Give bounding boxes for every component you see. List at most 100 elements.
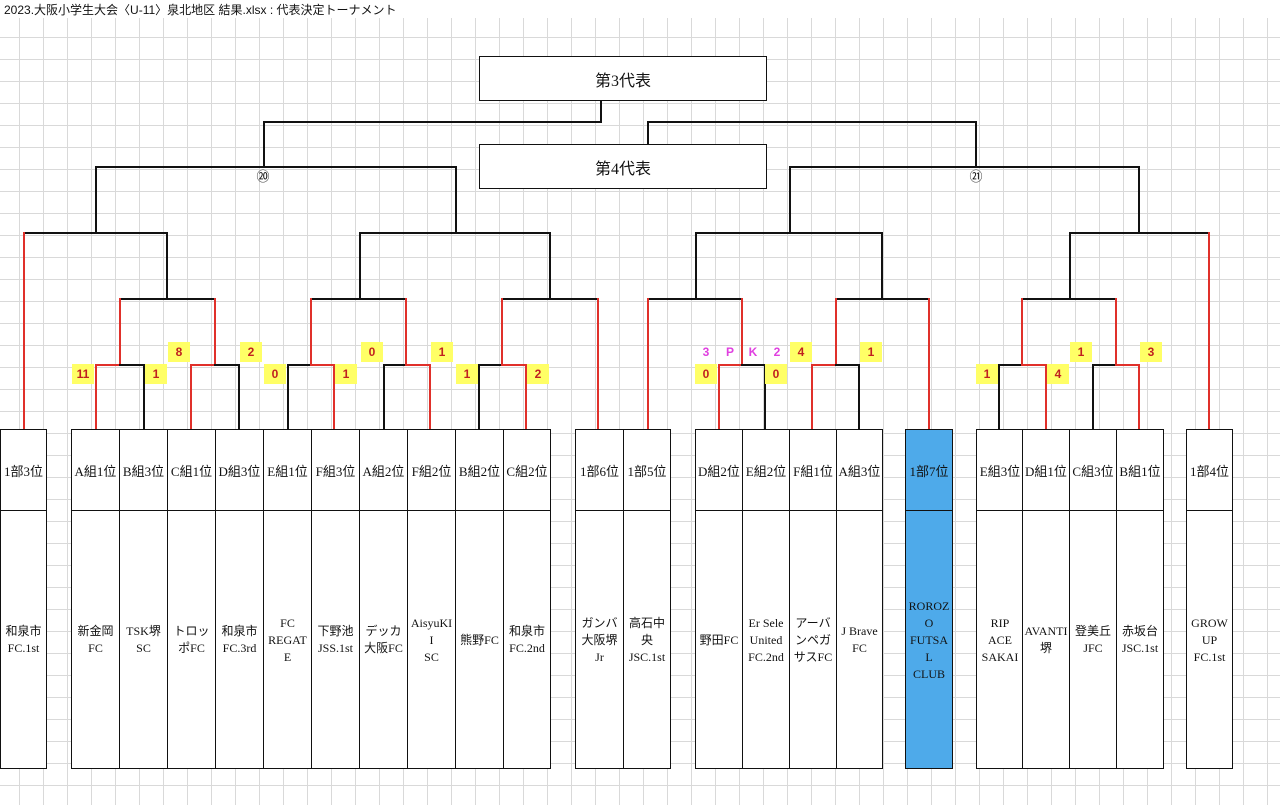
bracket-line bbox=[383, 364, 385, 429]
team-name: TSK堺 SC bbox=[126, 624, 161, 655]
team-name: J Brave FC bbox=[841, 624, 878, 655]
bracket-line bbox=[1045, 364, 1047, 429]
bracket-line bbox=[647, 121, 977, 123]
team-column[interactable]: B組3位 TSK堺 SC bbox=[119, 429, 168, 769]
team-name: 和泉市 FC.2nd bbox=[508, 624, 545, 655]
bracket-line bbox=[1138, 166, 1140, 232]
team-name: AisyuKII SC bbox=[410, 615, 453, 664]
bracket-line bbox=[95, 364, 97, 429]
team-name: 和泉市 FC.1st bbox=[5, 624, 42, 655]
bracket-line bbox=[647, 121, 649, 144]
bracket-line bbox=[549, 298, 598, 300]
team-column[interactable]: C組1位 トロッ ポFC bbox=[167, 429, 216, 769]
team-name: ROROZO FUTSAL CLUB bbox=[908, 598, 950, 681]
team-name: アーバ ンペガ サスFC bbox=[793, 615, 833, 664]
team-column[interactable]: F組3位 下野池 JSS.1st bbox=[311, 429, 360, 769]
bracket-line bbox=[597, 298, 599, 429]
team-column[interactable]: 1部6位 ガンバ 大阪堺 Jr bbox=[575, 429, 624, 769]
bracket-line bbox=[1092, 364, 1117, 366]
team-column[interactable]: D組3位 和泉市 FC.3rd bbox=[215, 429, 264, 769]
team-name: RIP ACE SAKAI bbox=[981, 615, 1019, 664]
bracket-line bbox=[549, 232, 551, 298]
team-rank: 1部3位 bbox=[1, 430, 46, 511]
team-name: 新金岡 FC bbox=[77, 624, 114, 655]
bracket-line bbox=[190, 364, 192, 429]
team-rank: F組2位 bbox=[408, 430, 455, 511]
bracket-line bbox=[455, 166, 457, 232]
team-column[interactable]: E組3位 RIP ACE SAKAI bbox=[976, 429, 1024, 769]
bracket-line bbox=[359, 298, 407, 300]
team-column[interactable]: B組1位 赤坂台 JSC.1st bbox=[1116, 429, 1164, 769]
bracket-line bbox=[501, 298, 551, 300]
bracket-line bbox=[95, 166, 97, 232]
bracket-line bbox=[1115, 298, 1117, 364]
team-column[interactable]: A組3位 J Brave FC bbox=[836, 429, 883, 769]
team-rank: E組3位 bbox=[977, 430, 1023, 511]
team-column[interactable]: B組2位 熊野FC bbox=[455, 429, 504, 769]
team-column[interactable]: F組1位 アーバ ンペガ サスFC bbox=[789, 429, 837, 769]
bracket-line bbox=[310, 298, 312, 364]
team-rank: D組2位 bbox=[696, 430, 742, 511]
team-rank: 1部4位 bbox=[1187, 430, 1232, 511]
team-rank: 1部6位 bbox=[576, 430, 623, 511]
score-box: 1 bbox=[335, 364, 357, 384]
team-column[interactable]: E組2位 Er Sele United FC.2nd bbox=[742, 429, 790, 769]
bracket-line bbox=[1021, 298, 1023, 364]
team-column[interactable]: C組3位 登美丘 JFC bbox=[1069, 429, 1117, 769]
team-rank: F組3位 bbox=[312, 430, 359, 511]
score-box: 8 bbox=[168, 342, 190, 362]
bracket-line bbox=[975, 121, 977, 168]
team-rank: C組2位 bbox=[504, 430, 550, 511]
team-column[interactable]: 1部3位 和泉市 FC.1st bbox=[0, 429, 47, 769]
team-name: 赤坂台 JSC.1st bbox=[1121, 624, 1159, 655]
team-column[interactable]: A組1位 新金岡 FC bbox=[71, 429, 120, 769]
bracket-line bbox=[429, 364, 431, 429]
team-column[interactable]: E組1位 FC REGATE bbox=[263, 429, 312, 769]
team-column[interactable]: D組2位 野田FC bbox=[695, 429, 743, 769]
bracket-line bbox=[23, 232, 168, 234]
bracket-line bbox=[835, 364, 860, 366]
team-column[interactable]: 1部5位 高石中 央 JSC.1st bbox=[623, 429, 671, 769]
window-title-bar: 2023.大阪小学生大会〈U-11〉泉北地区 結果.xlsx : 代表決定トーナ… bbox=[0, 0, 1280, 18]
bracket-line bbox=[95, 364, 121, 366]
bracket-line bbox=[501, 364, 527, 366]
score-box: 11 bbox=[72, 364, 94, 384]
score-box: 2 bbox=[240, 342, 262, 362]
team-rank: B組1位 bbox=[1117, 430, 1163, 511]
bracket-line bbox=[998, 364, 1000, 429]
bracket-line bbox=[1208, 232, 1210, 429]
team-column[interactable]: D組1位 AVANTI 堺 bbox=[1022, 429, 1070, 769]
pk-label: P bbox=[725, 345, 734, 359]
score-box: 3 bbox=[1140, 342, 1162, 362]
fourth-representative-box: 第4代表 bbox=[479, 144, 767, 189]
team-name: 野田FC bbox=[699, 632, 739, 647]
bracket-line bbox=[789, 166, 791, 232]
bracket-line bbox=[998, 364, 1023, 366]
team-rank: A組2位 bbox=[360, 430, 407, 511]
bracket-line bbox=[359, 232, 551, 234]
score-box: 0 bbox=[765, 364, 787, 384]
bracket-line bbox=[1092, 364, 1094, 429]
bracket-line bbox=[214, 364, 240, 366]
spreadsheet-grid[interactable]: 第3代表 第4代表 ⑳ ㉑ bbox=[0, 18, 1280, 805]
team-rank: 1部5位 bbox=[624, 430, 670, 511]
team-rank: B組2位 bbox=[456, 430, 503, 511]
team-column[interactable]: F組2位 AisyuKII SC bbox=[407, 429, 456, 769]
bracket-line bbox=[881, 232, 883, 298]
team-column[interactable]: 1部4位 GROW UP FC.1st bbox=[1186, 429, 1233, 769]
bracket-line bbox=[647, 298, 649, 429]
score-box: 0 bbox=[361, 342, 383, 362]
pk-label: 3 bbox=[702, 345, 710, 359]
bracket-line bbox=[811, 364, 837, 366]
pk-label: 2 bbox=[773, 345, 781, 359]
bracket-line bbox=[1138, 364, 1140, 429]
bracket-line bbox=[405, 364, 431, 366]
bracket-line bbox=[835, 298, 883, 300]
bracket-line bbox=[119, 364, 145, 366]
bracket-line bbox=[119, 298, 168, 300]
team-column[interactable]: C組2位 和泉市 FC.2nd bbox=[503, 429, 551, 769]
team-column[interactable]: A組2位 デッカ 大阪FC bbox=[359, 429, 408, 769]
team-name: 高石中 央 JSC.1st bbox=[628, 615, 666, 664]
team-rank: C組3位 bbox=[1070, 430, 1116, 511]
team-column-highlighted[interactable]: 1部7位 ROROZO FUTSAL CLUB bbox=[905, 429, 953, 769]
